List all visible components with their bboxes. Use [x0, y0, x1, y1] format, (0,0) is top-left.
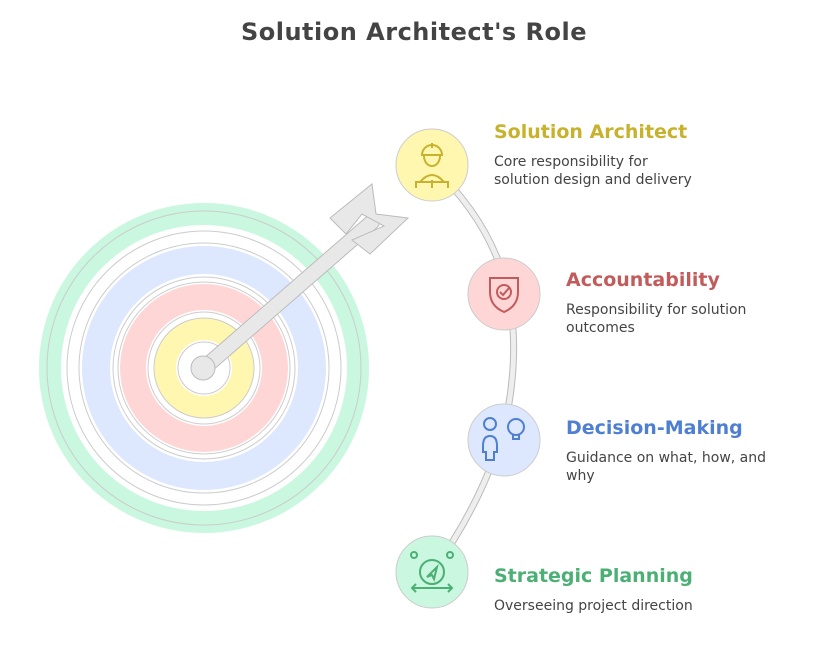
node-circle-strategic-planning [395, 535, 469, 609]
arrow-fletching [329, 183, 410, 255]
target-ring-yellow [154, 318, 254, 418]
target-ring-red [120, 284, 288, 452]
person-idea-icon [482, 417, 525, 461]
node-title: Solution Architect [494, 121, 688, 143]
node-desc-line: Overseeing project direction [494, 598, 693, 614]
target-ring-blue [82, 246, 326, 490]
node-circle-solution-architect [395, 128, 469, 202]
node-accountability: Accountability Responsibility for soluti… [566, 269, 746, 337]
shield-check-icon [489, 277, 519, 314]
node-title: Strategic Planning [494, 565, 693, 587]
target-ring-outer [39, 203, 369, 533]
target-ring-outer-edge [46, 210, 362, 526]
node-circle-decision-making [467, 403, 541, 477]
node-solution-architect: Solution Architect Core responsibility f… [494, 121, 692, 189]
node-circle-accountability [467, 257, 541, 331]
node-title: Accountability [566, 269, 720, 291]
arrow [190, 183, 410, 381]
node-desc-line: outcomes [566, 320, 635, 336]
diagram-title: Solution Architect's Role [240, 18, 588, 46]
node-decision-making: Decision-Making Guidance on what, how, a… [566, 417, 766, 485]
node-desc-line: Guidance on what, how, and [566, 450, 767, 466]
node-strategic-planning: Strategic Planning Overseeing project di… [494, 565, 693, 615]
node-desc-line: why [566, 468, 595, 484]
node-desc-line: Core responsibility for [494, 154, 648, 170]
navigation-compass-icon [410, 551, 454, 593]
node-title: Decision-Making [566, 417, 743, 439]
node-desc-line: Responsibility for solution [566, 302, 747, 318]
target [39, 203, 369, 533]
worker-hardhat-icon [415, 143, 449, 188]
node-desc-line: solution design and delivery [494, 172, 692, 188]
